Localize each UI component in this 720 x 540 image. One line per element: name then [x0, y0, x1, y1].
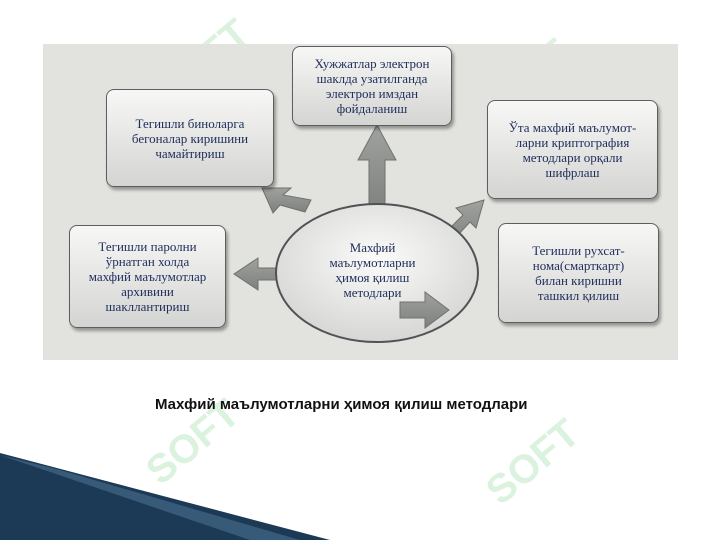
node-top-right: Ўта махфий маълумот- ларни криптография …: [487, 100, 658, 199]
arrow-right: [399, 291, 450, 329]
node-top: Хужжатлар электрон шаклда узатилганда эл…: [292, 46, 452, 126]
corner-decoration: [0, 453, 330, 540]
arrow-up: [357, 123, 397, 216]
corner-decoration-highlight: [0, 455, 300, 540]
node-top-left: Тегишли биноларга бегоналар киришини чам…: [106, 89, 274, 187]
arrow-up-left: [261, 187, 312, 214]
center-label: Махфий маълумотларни ҳимоя қилиш методла…: [329, 240, 416, 300]
node-left: Тегишли паролни ўрнатган холда махфий ма…: [69, 225, 226, 328]
node-right: Тегишли рухсат- нома(смарткарт) билан ки…: [498, 223, 659, 323]
caption: Махфий маълумотларни ҳимоя қилиш методла…: [155, 396, 528, 413]
